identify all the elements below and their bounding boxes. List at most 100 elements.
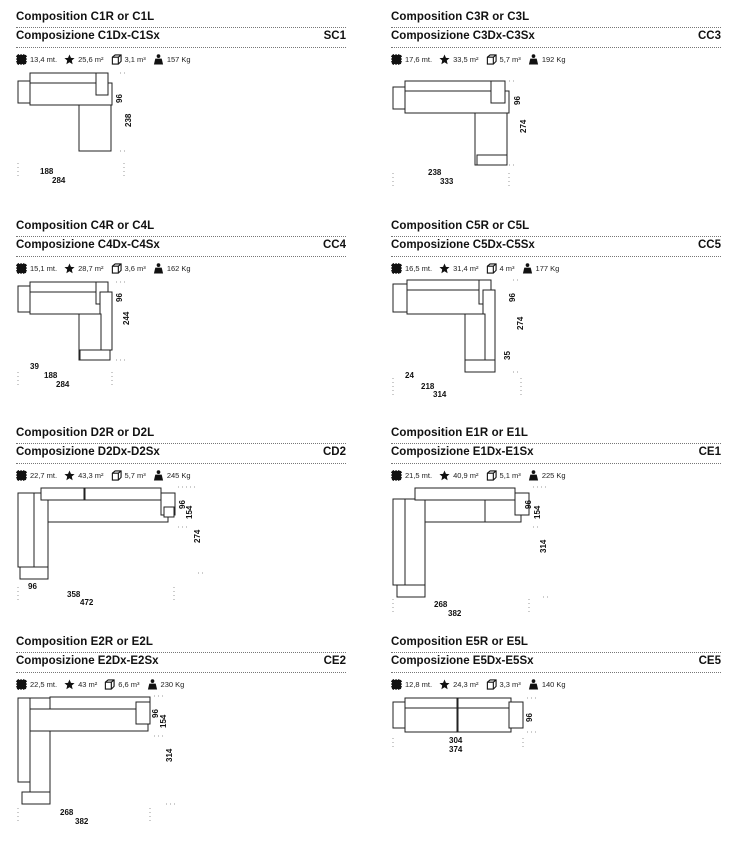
sofa-layout-svg: 96 154 274 96 358 472 [17, 486, 206, 607]
composition-title-it: Composizione E1Dx-E1Sx [391, 446, 534, 458]
inner-width-dimension: 188 [40, 167, 54, 176]
dotted-divider [16, 463, 346, 464]
height-dimension: 244 [122, 311, 131, 325]
height-dimension: 274 [519, 119, 528, 133]
depth-dimension: 96 [525, 713, 534, 722]
seat-dimension: 154 [159, 714, 168, 728]
depth-dimension: 96 [178, 500, 187, 509]
dotted-divider [16, 47, 346, 48]
area-icon [64, 679, 75, 690]
dotted-divider [391, 236, 721, 237]
volume-box-icon [111, 263, 122, 274]
fabric-meters-icon [16, 263, 27, 274]
fabric-meters-icon [391, 54, 402, 65]
area-icon [439, 54, 450, 65]
area-icon [64, 54, 75, 65]
dotted-divider [16, 652, 346, 653]
sofa-layout-diagram: 96 304 374 [391, 696, 561, 766]
sofa-layout-svg: 96 244 39 188 284 [17, 281, 131, 389]
area-value: 40,9 m² [453, 470, 479, 480]
weight-icon [528, 470, 539, 481]
total-width-dimension: 382 [75, 817, 89, 826]
composition-code: CD2 [322, 446, 346, 458]
area-icon [439, 263, 450, 274]
area-value: 31,4 m² [453, 263, 479, 273]
area-icon [439, 679, 450, 690]
sofa-layout-svg: 96 274 35 24 218 314 [392, 279, 525, 399]
sofa-layout-diagram: 96 154 314 268 382 [391, 486, 561, 618]
weight-value: 225 Kg [541, 470, 566, 480]
chaise-dimension: 96 [28, 582, 37, 591]
weight-icon [528, 54, 539, 65]
sofa-layout-svg: 96 304 374 [392, 697, 537, 754]
composition-stats: 22,5 mt. 43 m² 6,6 m³ 230 Kg [16, 677, 191, 691]
dotted-divider [16, 236, 346, 237]
fabric-value: 16,5 mt. [405, 263, 433, 273]
volume-value: 4 m³ [499, 263, 515, 273]
dotted-divider [391, 652, 721, 653]
composition-title-en: Composition E1R or E1L [391, 427, 529, 439]
fabric-value: 22,7 mt. [30, 470, 58, 480]
volume-box-icon [104, 679, 115, 690]
fabric-value: 15,1 mt. [30, 263, 58, 273]
area-value: 24,3 m² [453, 679, 479, 689]
weight-value: 245 Kg [166, 470, 191, 480]
total-width-dimension: 472 [80, 598, 94, 607]
volume-box-icon [486, 470, 497, 481]
dotted-divider [16, 27, 346, 28]
weight-value: 162 Kg [166, 263, 191, 273]
inner-width-dimension: 358 [67, 590, 81, 599]
weight-icon [147, 679, 158, 690]
fabric-meters-icon [16, 54, 27, 65]
volume-box-icon [486, 263, 497, 274]
composition-title-it: Composizione E2Dx-E2Sx [16, 655, 159, 667]
weight-icon [528, 679, 539, 690]
depth-dimension: 96 [115, 293, 124, 302]
composition-title-it: Composizione E5Dx-E5Sx [391, 655, 534, 667]
depth-dimension: 96 [524, 500, 533, 509]
inner-width-dimension: 304 [449, 736, 463, 745]
area-icon [439, 470, 450, 481]
height-dimension: 314 [165, 748, 174, 762]
volume-value: 5,1 m³ [499, 470, 521, 480]
armrest-dimension: 24 [405, 371, 414, 380]
weight-value: 140 Kg [541, 679, 566, 689]
fabric-meters-icon [16, 470, 27, 481]
composition-code: CC5 [697, 239, 721, 251]
sofa-layout-diagram: 96 154 314 268 382 [16, 695, 186, 830]
weight-value: 157 Kg [166, 54, 191, 64]
inner-width-dimension: 218 [421, 382, 435, 391]
total-width-dimension: 374 [449, 745, 463, 754]
depth-dimension: 96 [151, 709, 160, 718]
total-width-dimension: 284 [52, 176, 66, 185]
sofa-layout-svg: 96 238 188 284 [17, 72, 133, 185]
composition-title-en: Composition D2R or D2L [16, 427, 155, 439]
volume-value: 5,7 m³ [499, 54, 521, 64]
volume-box-icon [486, 54, 497, 65]
dotted-divider [391, 463, 721, 464]
composition-stats: 12,8 mt. 24,3 m² 3,3 m³ 140 Kg [391, 677, 573, 691]
composition-code: CE2 [323, 655, 346, 667]
fabric-meters-icon [391, 679, 402, 690]
composition-stats: 17,6 mt. 33,5 m² 5,7 m³ 192 Kg [391, 52, 573, 66]
composition-code: CE5 [698, 655, 721, 667]
area-value: 33,5 m² [453, 54, 479, 64]
total-width-dimension: 382 [448, 609, 462, 618]
area-icon [64, 263, 75, 274]
total-width-dimension: 284 [56, 380, 70, 389]
dotted-divider [391, 47, 721, 48]
fabric-meters-icon [391, 263, 402, 274]
area-value: 43 m² [78, 679, 98, 689]
composition-title-en: Composition C1R or C1L [16, 11, 155, 23]
dotted-divider [391, 443, 721, 444]
depth-dimension: 96 [115, 94, 124, 103]
dotted-divider [391, 27, 721, 28]
depth-dimension: 96 [513, 96, 522, 105]
height-dimension: 314 [539, 539, 548, 553]
inner-width-dimension: 238 [428, 168, 442, 177]
volume-value: 6,6 m³ [118, 679, 140, 689]
composition-stats: 22,7 mt. 43,3 m² 5,7 m³ 245 Kg [16, 468, 198, 482]
weight-icon [153, 263, 164, 274]
fabric-value: 17,6 mt. [405, 54, 433, 64]
area-value: 43,3 m² [78, 470, 104, 480]
